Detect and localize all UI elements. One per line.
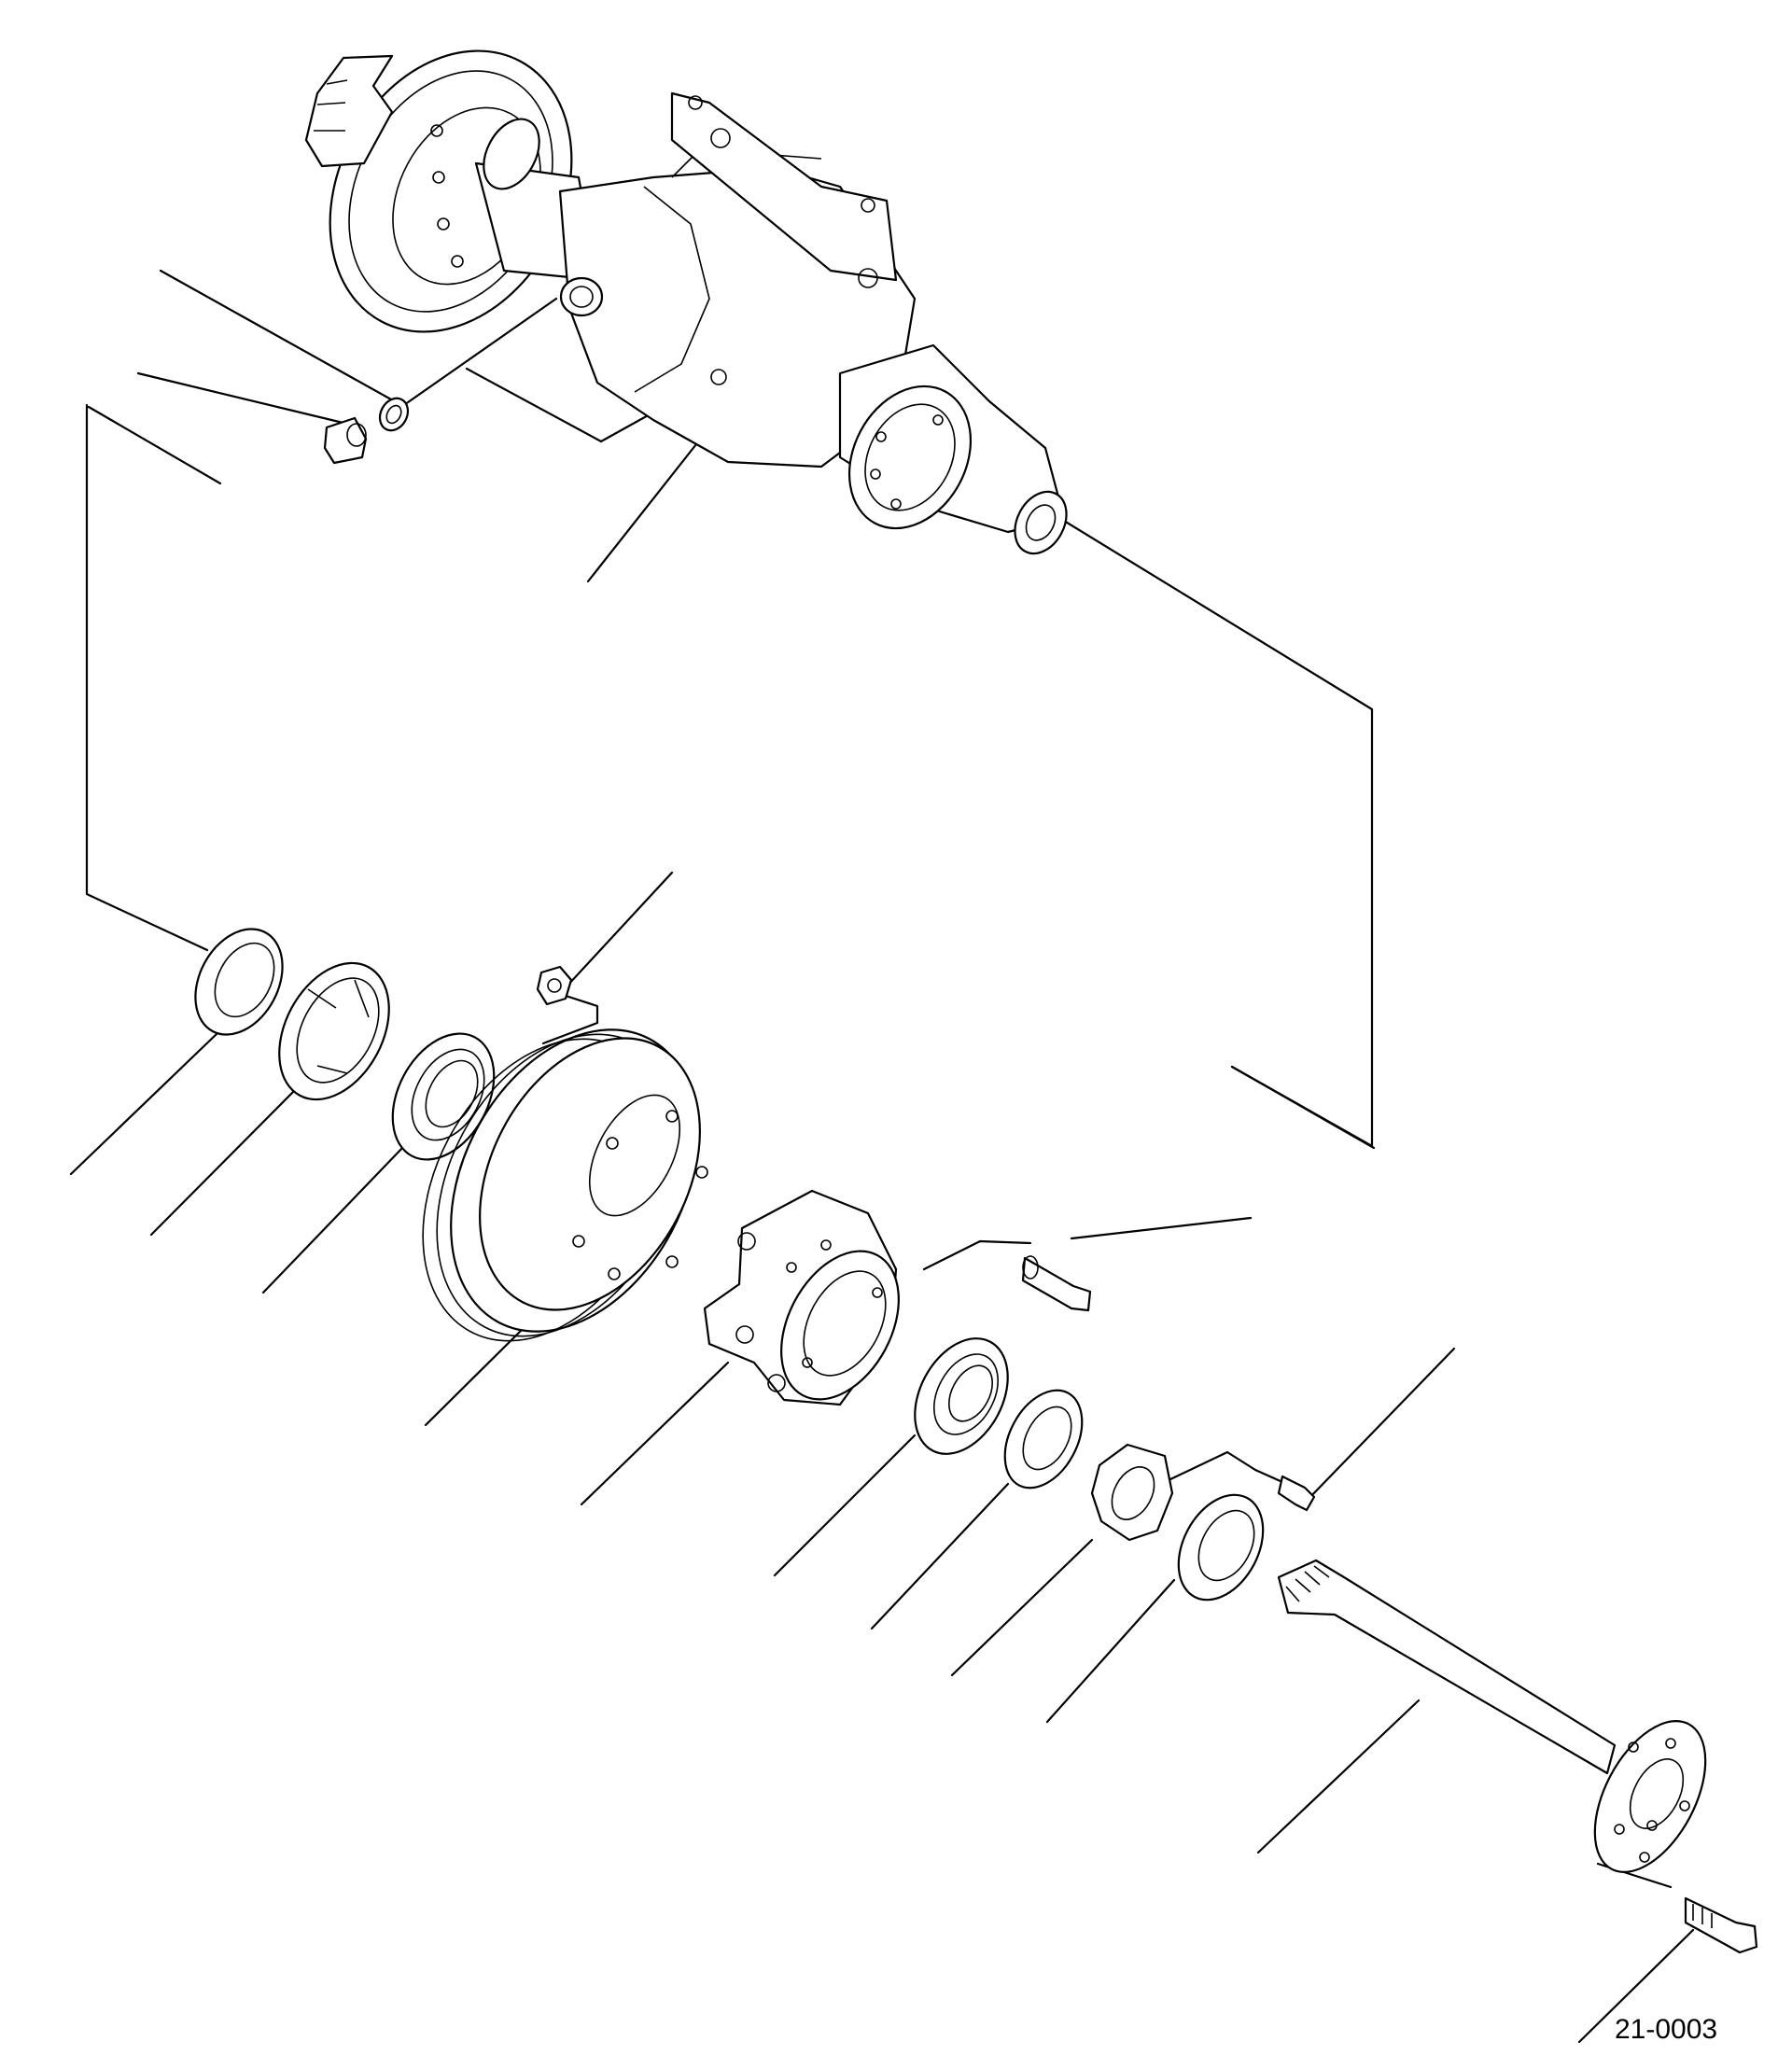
bearing-nut xyxy=(1090,1443,1174,1542)
hub-bolt-lower xyxy=(1684,1896,1758,1954)
drain-plug xyxy=(323,416,368,465)
figure-number: 21-0003 xyxy=(1615,2014,1718,2045)
leader-line xyxy=(566,871,674,987)
leader-line xyxy=(950,1538,1094,1677)
leader-lines xyxy=(69,405,1695,2044)
oil-seal xyxy=(194,928,284,1036)
leader-line xyxy=(1045,1578,1176,1724)
axle-shaft xyxy=(1277,1559,1707,1874)
leader-line xyxy=(69,1032,218,1176)
leader-line xyxy=(261,1144,406,1294)
leader-line xyxy=(870,1482,1010,1630)
brake-drum xyxy=(422,1028,708,1342)
thrust-washer xyxy=(1177,1493,1265,1601)
gasket-washer xyxy=(378,397,410,432)
retainer-ring xyxy=(278,961,390,1101)
leader-line xyxy=(1230,1065,1376,1150)
lock-washer xyxy=(1003,1389,1084,1490)
lock-nut xyxy=(536,965,573,1006)
leader-line xyxy=(1305,1347,1456,1503)
leader-line xyxy=(773,1434,917,1577)
wheel-hub xyxy=(703,1189,900,1406)
leader-line xyxy=(424,1322,530,1427)
leader-line xyxy=(149,1086,299,1237)
axle-housing-assembly xyxy=(304,49,1068,555)
leader-line xyxy=(1577,1928,1695,2044)
hub-bolt xyxy=(1021,1255,1092,1312)
leader-line xyxy=(586,442,698,583)
inner-bearing xyxy=(391,1032,496,1161)
leader-line xyxy=(87,405,222,485)
leader-line xyxy=(1256,1699,1421,1854)
outer-bearing xyxy=(914,1337,1009,1455)
set-screw xyxy=(1277,1475,1316,1512)
leader-line xyxy=(580,1361,730,1506)
